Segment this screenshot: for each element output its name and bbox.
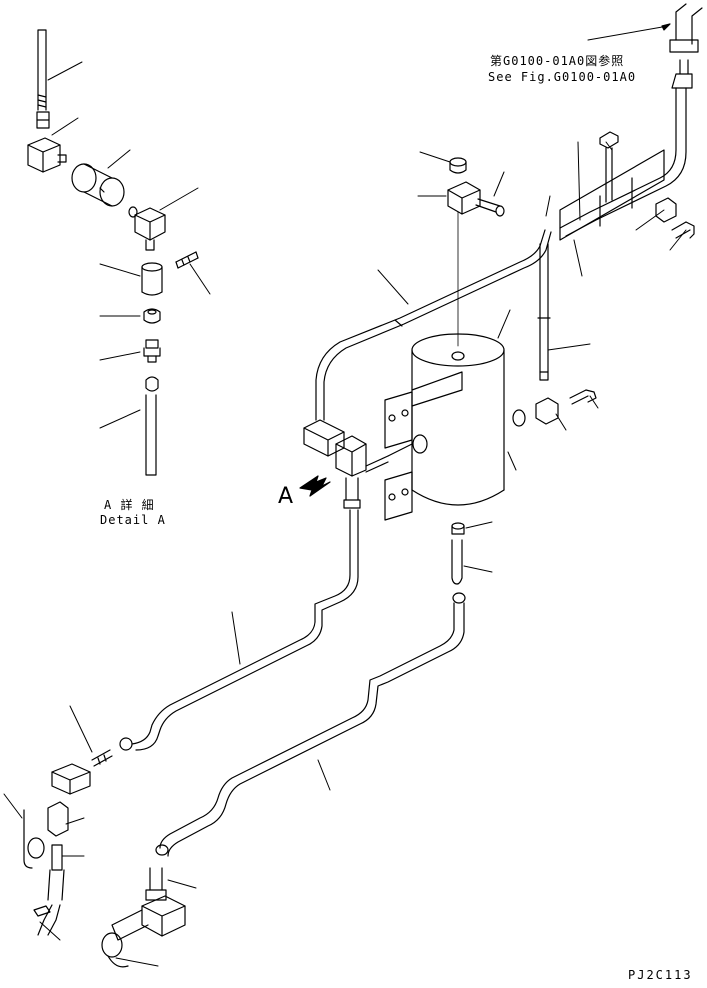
detail-label-japanese: A 詳 細 — [104, 498, 155, 512]
drawing-code: PJ2C113 — [628, 968, 693, 982]
lower-pipe-1 — [119, 509, 359, 751]
detail-label-english: Detail A — [100, 513, 166, 527]
view-arrow-a — [299, 475, 331, 497]
bottom-left-leader-lines — [3, 611, 331, 967]
reference-arrow — [661, 23, 671, 31]
lower-pipe-2 — [155, 539, 466, 857]
reference-japanese: 第G0100-01A0図参照 — [490, 54, 625, 68]
view-letter: A — [278, 484, 294, 509]
right-leader-lines — [377, 25, 687, 573]
detail-a-leader-lines — [47, 61, 211, 429]
bottom-left-fittings — [23, 749, 186, 968]
air-tank — [384, 333, 505, 535]
detail-a-assembly — [27, 29, 199, 476]
right-upper-assembly — [447, 3, 703, 427]
upper-pipe — [315, 229, 552, 421]
valve-assembly-a — [303, 419, 413, 509]
reference-english: See Fig.G0100-01A0 — [488, 70, 637, 84]
